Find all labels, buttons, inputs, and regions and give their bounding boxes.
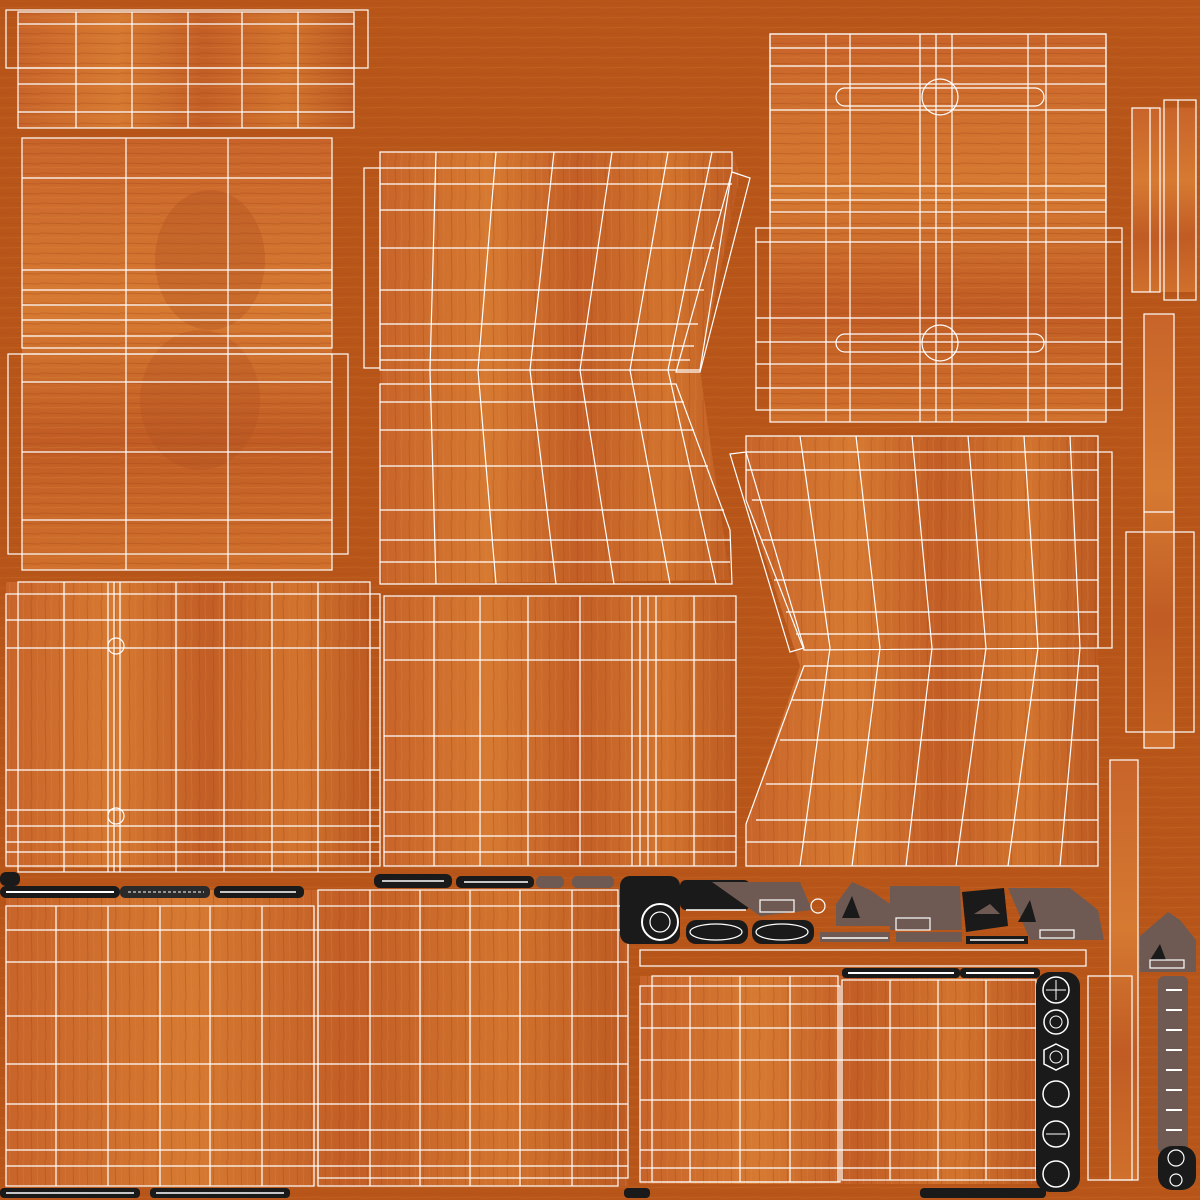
hinge-icon — [0, 1188, 140, 1198]
uv-island-bottom-mid-panel — [639, 949, 1087, 1184]
uv-island-mid-center-panel — [383, 595, 737, 867]
knob-icon — [810, 898, 826, 914]
washer-icon — [641, 903, 679, 941]
uv-island-mid-left-panel — [5, 581, 381, 873]
uv-island-bottom-left-panel — [5, 889, 629, 1187]
hardware-strip — [0, 872, 1196, 1198]
uv-island-center-back — [363, 151, 751, 585]
uv-island-seat-top — [755, 33, 1123, 423]
uv-island-left-panel-upper — [7, 137, 349, 571]
bolt-icon — [1042, 976, 1070, 1004]
uv-island-right-strips — [1087, 99, 1197, 1181]
uv-island-top-strip — [5, 9, 369, 129]
uv-island-right-back — [729, 435, 1113, 867]
